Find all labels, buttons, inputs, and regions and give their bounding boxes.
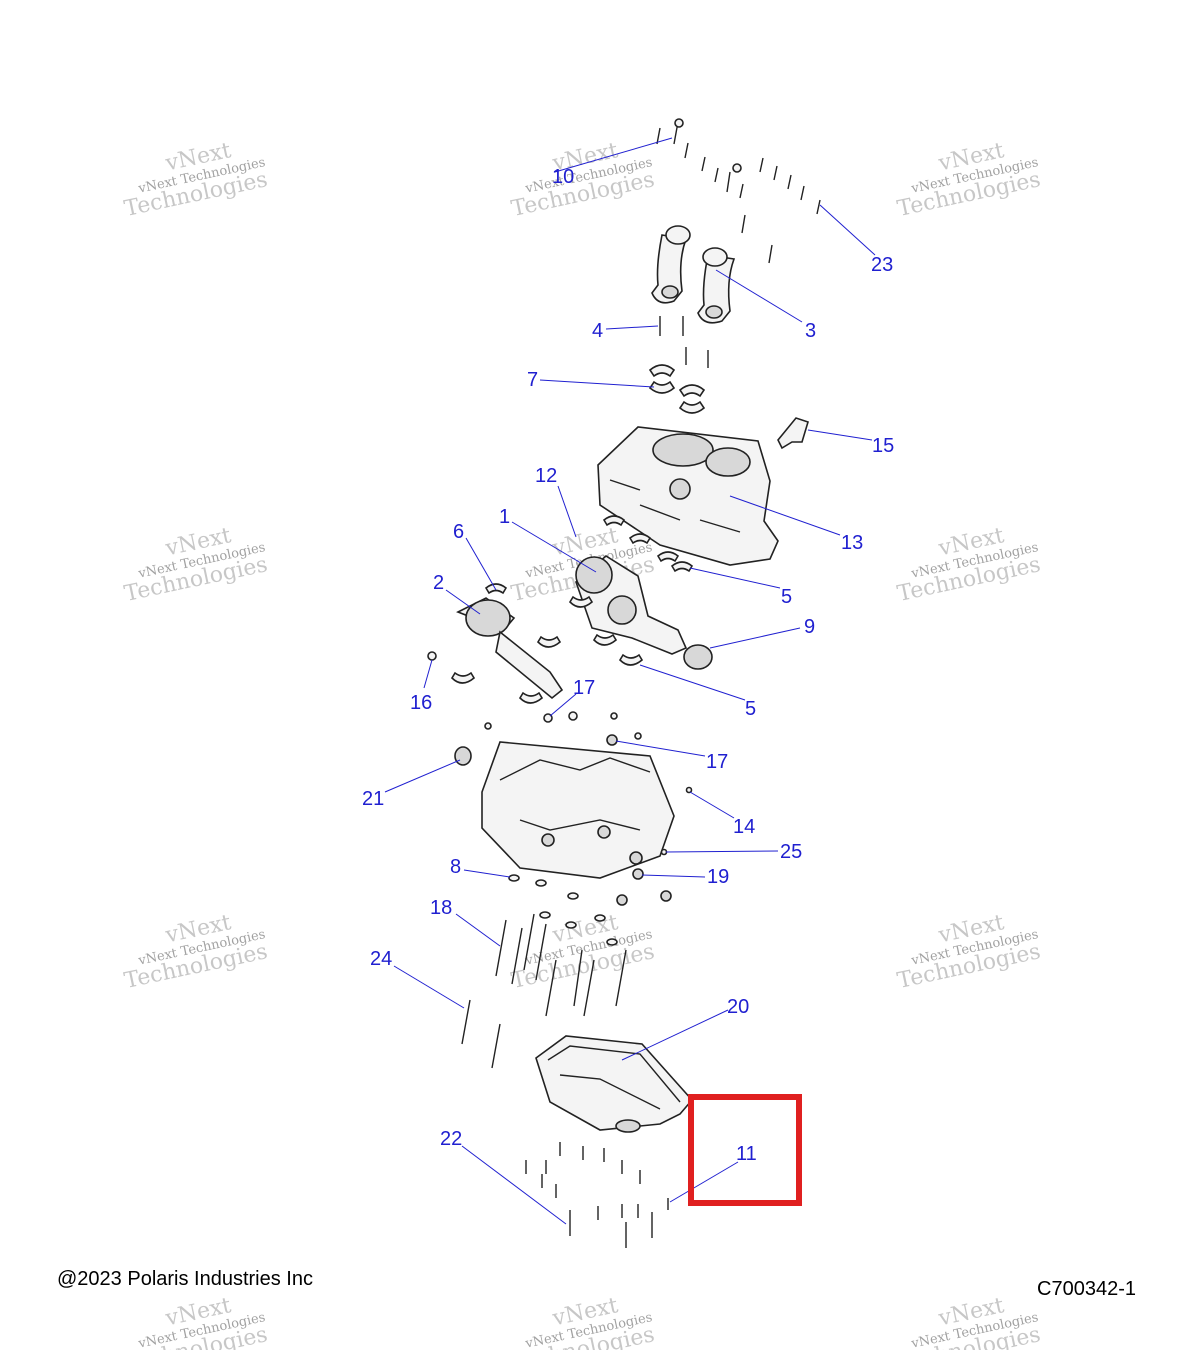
callout-8: 8 — [450, 856, 461, 878]
callout-2: 2 — [433, 572, 444, 594]
callout-20: 20 — [727, 996, 749, 1018]
callout-15: 15 — [872, 435, 894, 457]
lower-crankcase — [481, 741, 675, 879]
callout-14: 14 — [733, 816, 755, 838]
callout-6: 6 — [453, 521, 464, 543]
dowel-pin — [427, 651, 437, 661]
highlight-box — [688, 1094, 802, 1206]
oil-seal — [683, 644, 713, 670]
callout-4: 4 — [592, 320, 603, 342]
callout-12: 12 — [535, 465, 557, 487]
oil-pan — [535, 1035, 694, 1133]
callout-7: 7 — [527, 369, 538, 391]
thrust-washer — [777, 417, 809, 450]
copyright-text: @2023 Polaris Industries Inc — [57, 1268, 313, 1290]
callout-22: 22 — [440, 1128, 462, 1150]
callout-25: 25 — [780, 841, 802, 863]
main-bearings-upper — [602, 515, 694, 573]
callout-3: 3 — [805, 320, 816, 342]
callout-13: 13 — [841, 532, 863, 554]
callout-1: 1 — [499, 506, 510, 528]
rod-bearings — [648, 364, 706, 414]
callout-19: 19 — [707, 866, 729, 888]
parts-artwork — [427, 118, 821, 1248]
callout-17-lower: 17 — [706, 751, 728, 773]
balance-shaft — [456, 597, 564, 700]
case-bolts — [461, 913, 627, 1069]
upper-bolts — [656, 118, 821, 264]
figure-id: C700342-1 — [1037, 1278, 1136, 1300]
callout-5-lower: 5 — [745, 698, 756, 720]
callout-5: 5 — [781, 586, 792, 608]
callout-10: 10 — [552, 166, 574, 188]
crankshaft — [575, 555, 688, 655]
callout-16: 16 — [410, 692, 432, 714]
callouts: 10 23 3 4 7 15 12 13 1 6 5 2 9 16 17 5 1 — [362, 137, 894, 1225]
callout-17-upper: 17 — [573, 677, 595, 699]
bearing-shells-misc — [450, 583, 644, 704]
callout-21: 21 — [362, 788, 384, 810]
callout-18: 18 — [430, 897, 452, 919]
callout-23: 23 — [871, 254, 893, 276]
rod-bolts — [659, 316, 709, 368]
connecting-rods — [651, 225, 736, 324]
washers — [508, 868, 672, 946]
upper-crankcase — [597, 426, 779, 566]
callout-9: 9 — [804, 616, 815, 638]
callout-24: 24 — [370, 948, 392, 970]
plug — [454, 746, 472, 766]
callout-11: 11 — [736, 1143, 757, 1165]
pan-bolts — [525, 1142, 669, 1248]
